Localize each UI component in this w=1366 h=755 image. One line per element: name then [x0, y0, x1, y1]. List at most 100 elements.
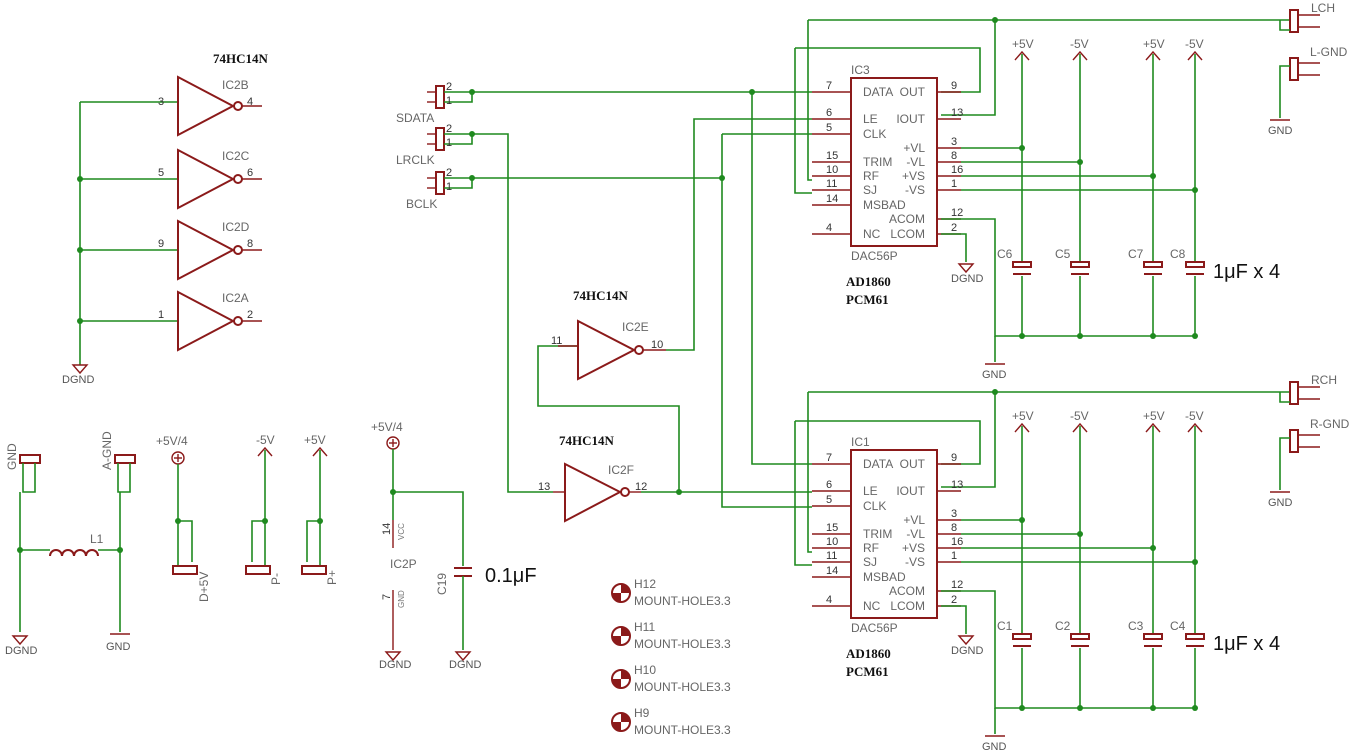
pin-number: 16: [951, 536, 963, 548]
supply-label: +5V: [1143, 37, 1165, 51]
pin-number: 15: [826, 150, 838, 162]
mount-hole-h12: H12 MOUNT-HOLE3.3: [611, 577, 731, 608]
junction-dot: [1192, 333, 1198, 339]
hole-name: H11: [634, 620, 655, 634]
pin-number: 13: [951, 479, 963, 491]
inverter-name: IC2A: [222, 291, 249, 305]
mount-holes: H12 MOUNT-HOLE3.3 H11 MOUNT-HOLE3.3 H10 …: [611, 577, 731, 737]
junction-dot: [1150, 545, 1156, 551]
output-wire: [1279, 392, 1290, 403]
lcom-wire: [941, 233, 967, 262]
output-connector: [1289, 9, 1299, 33]
dgnd-symbol: [957, 635, 975, 646]
supply-label: +5V: [1012, 409, 1034, 423]
pin-number: 7: [826, 80, 832, 92]
pin-label: LE: [863, 484, 878, 498]
supply-label: -5V: [1070, 37, 1089, 51]
hole-value: MOUNT-HOLE3.3: [634, 637, 731, 651]
dac-type: DAC56P: [851, 621, 898, 635]
cap-note: 1μF x 4: [1213, 261, 1280, 283]
output-connector: [1289, 381, 1299, 405]
dac-part: PCM61: [846, 664, 889, 679]
dgnd-label: DGND: [5, 645, 37, 657]
dac-name: IC3: [851, 63, 870, 77]
inverter-ic2d: IC2D 9 8: [158, 219, 262, 281]
lrclk-label: LRCLK: [396, 153, 435, 167]
pin-label: OUT: [900, 457, 926, 471]
pin-number: 16: [951, 164, 963, 176]
pin-number: 3: [951, 508, 957, 520]
capacitor-plate: [1143, 633, 1163, 640]
pin-number: 5: [826, 494, 832, 506]
supply-label: +5V: [304, 433, 326, 447]
vcc-label: VCC: [397, 523, 406, 540]
pin-number: 8: [951, 150, 957, 162]
hole-name: H12: [634, 577, 656, 591]
supply-label: +5V/4: [156, 434, 188, 448]
sdata-label: SDATA: [396, 111, 434, 125]
gnd-label: GND: [106, 641, 131, 653]
connector-gnd: [19, 454, 41, 464]
pin-number: 2: [446, 167, 452, 179]
pin-number: 5: [826, 122, 832, 134]
junction-dot: [1150, 705, 1156, 711]
c19-label: C19: [435, 573, 449, 595]
output-label: LCH: [1311, 1, 1335, 15]
gnd-label: GND: [982, 741, 1007, 753]
pin-label: TRIM: [863, 155, 892, 169]
pin-number: 9: [951, 80, 957, 92]
junction-dot: [1077, 705, 1083, 711]
output-connector: [1289, 429, 1299, 453]
capacitor-plate: [1012, 633, 1032, 640]
supply-symbol: [1187, 422, 1203, 433]
inverter-ic2a: IC2A 1 2: [158, 290, 262, 352]
pin-label: RF: [863, 169, 879, 183]
capacitor-plate: [1185, 633, 1205, 640]
chip-type-label: 74HC14N: [213, 51, 269, 66]
pin-number: 6: [826, 107, 832, 119]
supply-label: -5V: [256, 433, 275, 447]
gnd-label: GND: [5, 443, 19, 470]
pin-label: +VS: [902, 541, 925, 555]
pin-number: 10: [826, 164, 838, 176]
junction-dot: [1077, 333, 1083, 339]
pin-label: SJ: [863, 555, 877, 569]
pin-number: 2: [951, 594, 957, 606]
pin-number: 11: [551, 335, 562, 347]
pin-number: 2: [446, 123, 452, 135]
pin-label: -VS: [905, 183, 925, 197]
pin-number: 9: [158, 238, 164, 250]
capacitor-plate: [1143, 261, 1163, 268]
pin-number: 5: [158, 167, 164, 179]
inductor-l1: [49, 549, 99, 557]
pin-label: RF: [863, 541, 879, 555]
mount-hole-h9: H9 MOUNT-HOLE3.3: [611, 706, 731, 737]
pin-number: 6: [826, 479, 832, 491]
pin-number: 7: [826, 452, 832, 464]
pin-label: +VS: [902, 169, 925, 183]
supply-symbol: [1145, 422, 1161, 433]
pin-number: 14: [826, 565, 838, 577]
inverter-ic2c: IC2C 5 6: [158, 148, 262, 210]
pin-label: CLK: [863, 127, 886, 141]
output-connector: [1289, 57, 1299, 81]
connector-pminus: [245, 565, 271, 575]
pin-number: 1: [158, 309, 164, 321]
pin-number: 8: [951, 522, 957, 534]
pin-number: 10: [826, 536, 838, 548]
dgnd-symbol: [454, 651, 472, 662]
junction-dot: [1192, 705, 1198, 711]
pin-number: 12: [635, 481, 647, 493]
pin-number: 14: [381, 523, 393, 535]
dac-type: DAC56P: [851, 249, 898, 263]
supply-label: -5V: [1185, 409, 1204, 423]
connector-pplus: [301, 565, 327, 575]
supply-symbol: [1014, 50, 1030, 61]
dgnd-symbol: [957, 263, 975, 274]
gnd-label: GND: [1268, 497, 1293, 509]
connector-d5v: [172, 565, 198, 575]
inverter-bank: 74HC14N DGND IC2B 3 4 IC2C 5 6: [62, 51, 269, 386]
capacitor-label: C5: [1055, 247, 1071, 261]
